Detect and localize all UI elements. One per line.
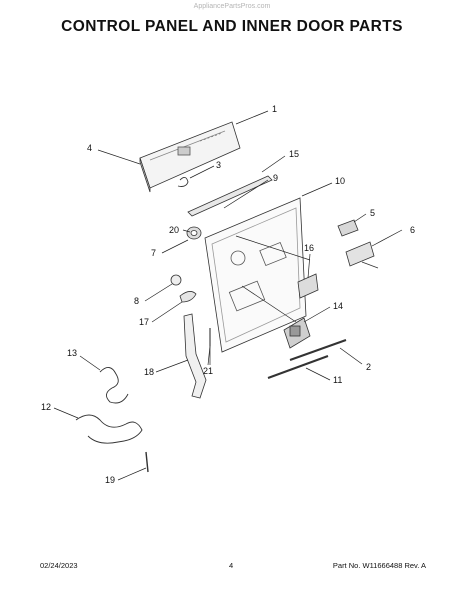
part-10-inner-door bbox=[204, 197, 307, 353]
part-6-switch bbox=[345, 241, 379, 269]
part-12-wire-harness bbox=[75, 414, 143, 444]
callout-5: 5 bbox=[370, 208, 375, 218]
callout-10: 10 bbox=[335, 176, 345, 186]
part-11-strip bbox=[267, 355, 329, 379]
callout-3: 3 bbox=[216, 160, 221, 170]
callout-11: 11 bbox=[333, 375, 342, 385]
part-15-trim-strip bbox=[187, 175, 273, 217]
part-14-dispenser bbox=[283, 317, 311, 349]
part-13-wire-harness bbox=[99, 367, 129, 404]
footer-page-number: 4 bbox=[229, 561, 234, 570]
callout-16: 16 bbox=[304, 243, 314, 253]
callout-20: 20 bbox=[169, 225, 179, 235]
callout-8: 8 bbox=[134, 296, 139, 306]
callout-18: 18 bbox=[144, 367, 154, 377]
callout-21: 21 bbox=[203, 366, 213, 376]
footer-date: 02/24/2023 bbox=[40, 561, 78, 570]
part-18-vent-duct bbox=[183, 313, 207, 399]
callout-15: 15 bbox=[289, 149, 299, 159]
callout-1: 1 bbox=[272, 104, 277, 114]
leader-lines bbox=[53, 110, 403, 481]
watermark: AppliancePartsPros.com bbox=[193, 3, 271, 10]
callout-7: 7 bbox=[151, 248, 156, 258]
footer-part-number: Part No. W11666488 Rev. A bbox=[332, 561, 426, 570]
callout-2: 2 bbox=[366, 362, 371, 372]
part-16-vent bbox=[297, 273, 319, 299]
part-2-strip bbox=[289, 339, 347, 361]
callout-19: 19 bbox=[105, 475, 115, 485]
part-19-sensor bbox=[145, 451, 149, 473]
page-title: CONTROL PANEL AND INNER DOOR PARTS bbox=[61, 18, 403, 35]
part-8-washer bbox=[170, 274, 182, 286]
callout-13: 13 bbox=[67, 348, 77, 358]
callout-6: 6 bbox=[410, 225, 415, 235]
callout-9: 9 bbox=[273, 173, 278, 183]
callout-17: 17 bbox=[139, 317, 149, 327]
part-3-bracket bbox=[177, 177, 189, 187]
callout-14: 14 bbox=[333, 301, 343, 311]
part-control-panel bbox=[139, 121, 241, 193]
callout-12: 12 bbox=[41, 402, 51, 412]
part-5-latch bbox=[337, 219, 359, 237]
callout-4: 4 bbox=[87, 143, 92, 153]
part-20-ring bbox=[186, 226, 202, 240]
part-17-hinge-clip bbox=[179, 291, 197, 303]
